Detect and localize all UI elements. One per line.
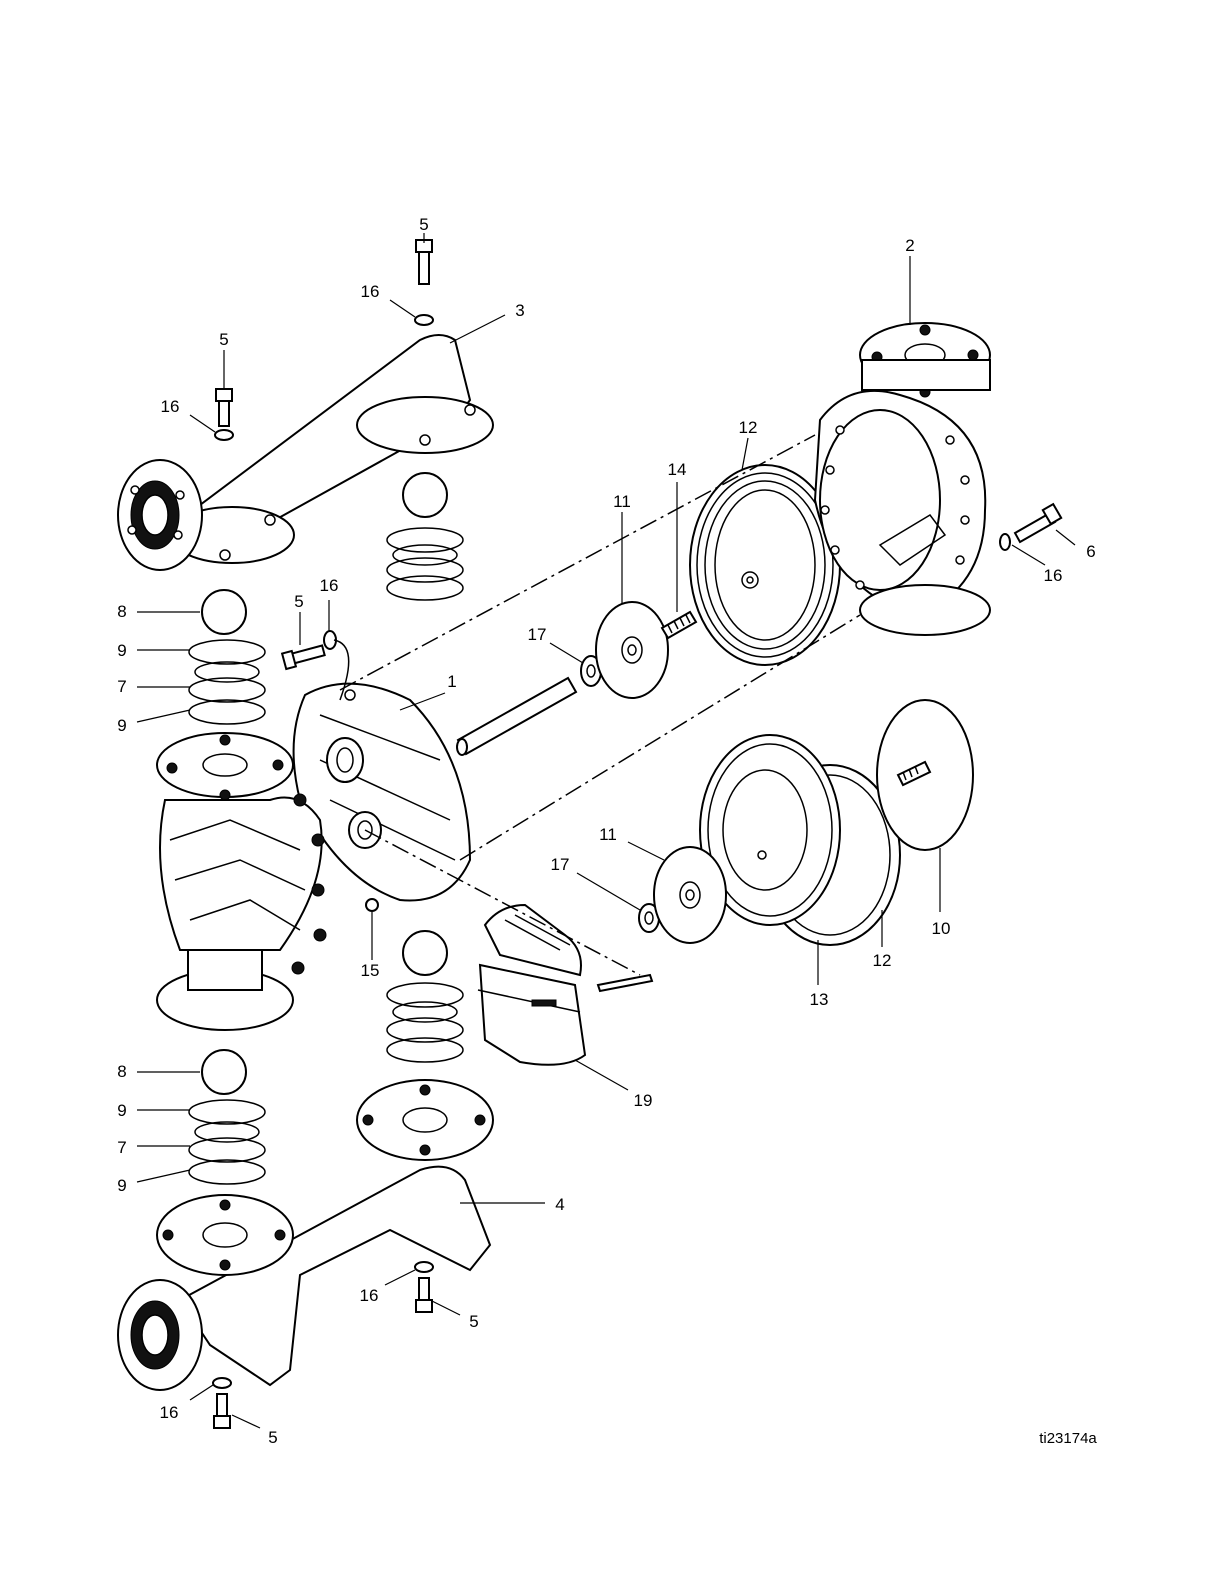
grounding-screw — [366, 899, 378, 911]
callout-9: 9 — [117, 1176, 126, 1195]
callout-16: 16 — [320, 576, 339, 595]
callout-5: 5 — [219, 330, 228, 349]
callout-16: 16 — [1044, 566, 1063, 585]
callout-4: 4 — [555, 1195, 564, 1214]
air-side-plate — [877, 700, 973, 850]
callout-5: 5 — [268, 1428, 277, 1447]
callout-16: 16 — [360, 1286, 379, 1305]
callout-9: 9 — [117, 716, 126, 735]
bolt-right — [1000, 504, 1061, 550]
outlet-manifold — [118, 335, 493, 570]
callout-6: 6 — [1086, 542, 1095, 561]
figure-id: ti23174a — [1039, 1430, 1097, 1447]
stud — [662, 612, 696, 638]
check-ball-lower — [202, 1050, 246, 1094]
callout-14: 14 — [668, 460, 687, 479]
right-fluid-cover — [815, 323, 990, 635]
callout-7: 7 — [117, 1138, 126, 1157]
callout-17: 17 — [528, 625, 547, 644]
callout-10: 10 — [932, 919, 951, 938]
callout-16: 16 — [161, 397, 180, 416]
callout-5: 5 — [419, 215, 428, 234]
upper-washer-and-plate — [581, 602, 668, 698]
bolt-bottom-left — [213, 1378, 231, 1428]
callout-9: 9 — [117, 641, 126, 660]
left-upper-check-stack — [189, 590, 265, 724]
callout-16: 16 — [160, 1403, 179, 1422]
callout-11: 11 — [599, 825, 617, 844]
callout-7: 7 — [117, 677, 126, 696]
seat-upper — [195, 662, 259, 682]
check-ball-upper — [202, 590, 246, 634]
callout-12: 12 — [873, 951, 892, 970]
callout-11: 11 — [613, 492, 631, 511]
callout-8: 8 — [117, 602, 126, 621]
callout-19: 19 — [634, 1091, 653, 1110]
upper-check-stack-center — [387, 473, 463, 600]
callout-2: 2 — [905, 236, 914, 255]
o-ring-upper-a — [189, 640, 265, 664]
lower-check-stack-center — [387, 931, 463, 1062]
left-lower-check-stack — [189, 1050, 265, 1184]
callout-1: 1 — [447, 672, 456, 691]
callout-5: 5 — [469, 1312, 478, 1331]
inlet-manifold — [118, 1080, 493, 1390]
bolt-top — [415, 240, 433, 325]
o-ring-upper-b — [189, 700, 265, 724]
bolt-bottom-mid — [415, 1262, 433, 1312]
lower-washer-and-plate — [639, 847, 726, 943]
callout-12: 12 — [739, 418, 758, 437]
callout-13: 13 — [810, 990, 829, 1009]
diaphragm-shaft — [457, 678, 576, 755]
callout-9: 9 — [117, 1101, 126, 1120]
callout-5: 5 — [294, 592, 303, 611]
callout-8: 8 — [117, 1062, 126, 1081]
air-valve — [478, 905, 652, 1065]
callout-15: 15 — [361, 961, 380, 980]
center-housing — [294, 684, 470, 901]
callout-17: 17 — [551, 855, 570, 874]
callout-3: 3 — [515, 301, 524, 320]
bolt-left — [215, 389, 233, 440]
callout-16: 16 — [361, 282, 380, 301]
